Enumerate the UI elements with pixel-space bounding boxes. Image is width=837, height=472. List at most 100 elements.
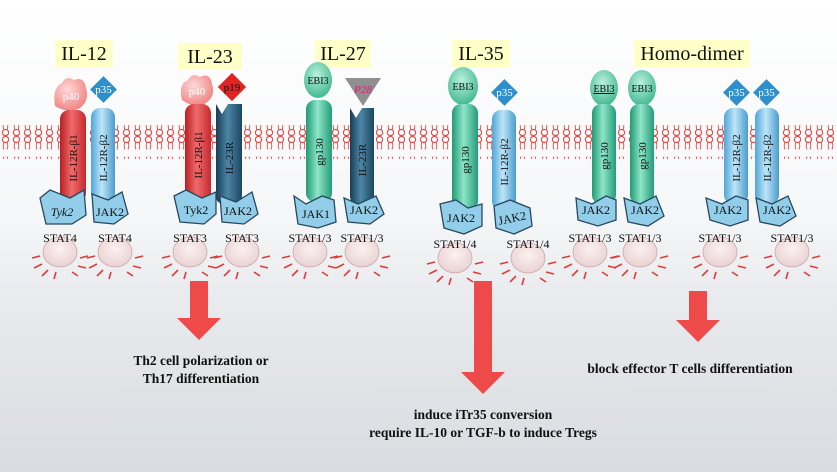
stat-il35-s2: STAT1/4	[499, 237, 557, 286]
homo-jak2-kinase-2	[623, 195, 665, 227]
homo-receptor-gp130-label-2: gp130	[637, 142, 649, 170]
stat-activation-ray	[809, 265, 819, 269]
stat-activation-ray	[773, 269, 781, 277]
outcome-itr35-induction: induce iTr35 conversion require IL-10 or…	[348, 406, 618, 442]
il23-tyk2-kinase	[173, 189, 217, 225]
il27-jak2-label: JAK2	[350, 203, 378, 217]
il23-receptor-23r	[216, 104, 242, 204]
il27-jak2-kinase	[343, 195, 385, 225]
stat-activation-ray	[108, 271, 112, 280]
il27-jak1-label: JAK1	[302, 207, 330, 221]
stat-activation-ray	[79, 255, 89, 259]
il35-complex: IL-35 EBI3 p35 gp130 IL-12R-β2 JAK2 JAK2	[439, 40, 533, 235]
il27-title-box	[315, 40, 371, 67]
homo-ebi3-label-2: EBI3	[631, 84, 652, 95]
il35-p35-label: p35	[496, 87, 513, 99]
stat-activation-ray	[701, 269, 709, 277]
arrow-il35-outcome	[461, 281, 505, 394]
stat-homo-s3: STAT1/3	[691, 231, 749, 280]
il12-p35-label: p35	[95, 84, 112, 96]
stat-activation-ray	[163, 263, 173, 269]
il12-p40-label: p40	[63, 91, 80, 103]
stat-il23-s1: STAT3	[161, 231, 219, 280]
stat-activation-ray	[96, 269, 104, 277]
il35-jak2-label-2: JAK2	[497, 208, 527, 228]
stat-activation-ray	[329, 255, 339, 259]
stat-activation-ray	[811, 255, 821, 259]
il27-receptor-23r-label: IL-23R	[357, 143, 369, 176]
il35-ebi3-subunit	[448, 67, 478, 105]
stat-activation-ray	[547, 261, 557, 265]
stat-activation-ray	[466, 277, 474, 283]
il23-p40-label: p40	[189, 86, 206, 98]
il35-title: IL-35	[458, 43, 504, 65]
stat-activation-ray	[71, 271, 79, 277]
il27-receptor-23r	[350, 108, 374, 204]
stat-activation-ray	[41, 269, 49, 277]
stat-activation-ray	[472, 271, 482, 275]
stat-activation-ray	[161, 255, 171, 259]
stat-activation-ray	[333, 255, 343, 259]
homo-receptor-b2-label-1: IL-12R-β2	[731, 134, 743, 181]
outcome-block-line: block effector T cells differentiation	[587, 361, 793, 376]
homo-receptor-gp130-label-1: gp130	[599, 142, 611, 170]
stat-activation-ray	[321, 271, 329, 277]
homo-receptor-b2-1	[724, 108, 748, 204]
stat-label: STAT1/3	[698, 231, 741, 245]
il27-ebi3-subunit	[304, 62, 332, 98]
stat-activation-ray	[563, 263, 573, 269]
il35-receptor-gp130	[452, 104, 478, 210]
stat-activation-ray	[659, 255, 669, 259]
il23-jak2-kinase	[219, 190, 259, 225]
stat-activation-ray	[545, 271, 555, 275]
il23-tyk2-label: Tyk2	[184, 203, 209, 217]
stat-activation-ray	[343, 269, 351, 277]
stat-activation-ray	[373, 271, 381, 277]
stat-activation-ray	[355, 271, 359, 280]
il27-complex: IL-27 EBI3 P28 gp130 IL-23R JAK1 JAK2	[293, 40, 385, 229]
homo-ebi3-label-1: EBI3	[593, 84, 614, 95]
stat-activation-ray	[134, 255, 144, 259]
il12-receptor-b1	[60, 110, 86, 202]
stat-activation-ray	[53, 271, 57, 280]
stat-activation-ray	[731, 271, 739, 277]
homo-receptor-b2-label-2: IL-12R-β2	[762, 134, 774, 181]
stat-label: STAT4	[98, 231, 132, 245]
stat-activation-ray	[215, 263, 225, 269]
il12-jak2-kinase	[91, 191, 129, 225]
stat-activation-ray	[765, 263, 775, 269]
stat-activation-ray	[448, 277, 452, 286]
stat-molecule-body	[344, 236, 380, 268]
il35-jak2-kinase-2	[493, 199, 533, 235]
il27-receptor-gp130-label: gp130	[314, 138, 326, 166]
il23-receptor-b1-label: IL-12R-β1	[193, 131, 205, 178]
homo-jak2-label-1: JAK2	[582, 203, 610, 217]
il23-receptor-b1	[185, 104, 211, 202]
il12-receptor-b1-label: IL-12R-β1	[68, 134, 80, 181]
stat-molecule-body	[437, 242, 473, 274]
il23-title: IL-23	[187, 46, 233, 68]
stat-activation-ray	[213, 255, 223, 259]
stat-molecule-body	[774, 236, 810, 268]
stat-activation-ray	[253, 271, 261, 277]
stat-activation-ray	[785, 271, 789, 280]
stat-molecule-body	[510, 242, 546, 274]
il12-title: IL-12	[61, 43, 107, 65]
stat-activation-ray	[291, 269, 299, 277]
il12-title-box	[55, 40, 113, 67]
stat-il27-s1: STAT1/3	[281, 231, 339, 280]
stat-activation-ray	[88, 263, 98, 269]
stat-homo-s4: STAT1/3	[763, 231, 821, 280]
stat-activation-ray	[281, 255, 291, 259]
stat-activation-ray	[691, 255, 701, 259]
stat-il12-s1: STAT4	[31, 231, 89, 280]
il35-receptor-b2-label: IL-12R-β2	[499, 138, 511, 185]
il12-receptor-b2	[91, 108, 115, 202]
stat-molecule-body	[622, 236, 658, 268]
outcome-th-differentiation: Th2 cell polarization or Th17 differenti…	[96, 352, 306, 388]
stat-activation-ray	[201, 271, 209, 277]
stat-il35-s1: STAT1/4	[426, 237, 484, 286]
stat-il27-s2: STAT1/3	[333, 231, 391, 280]
